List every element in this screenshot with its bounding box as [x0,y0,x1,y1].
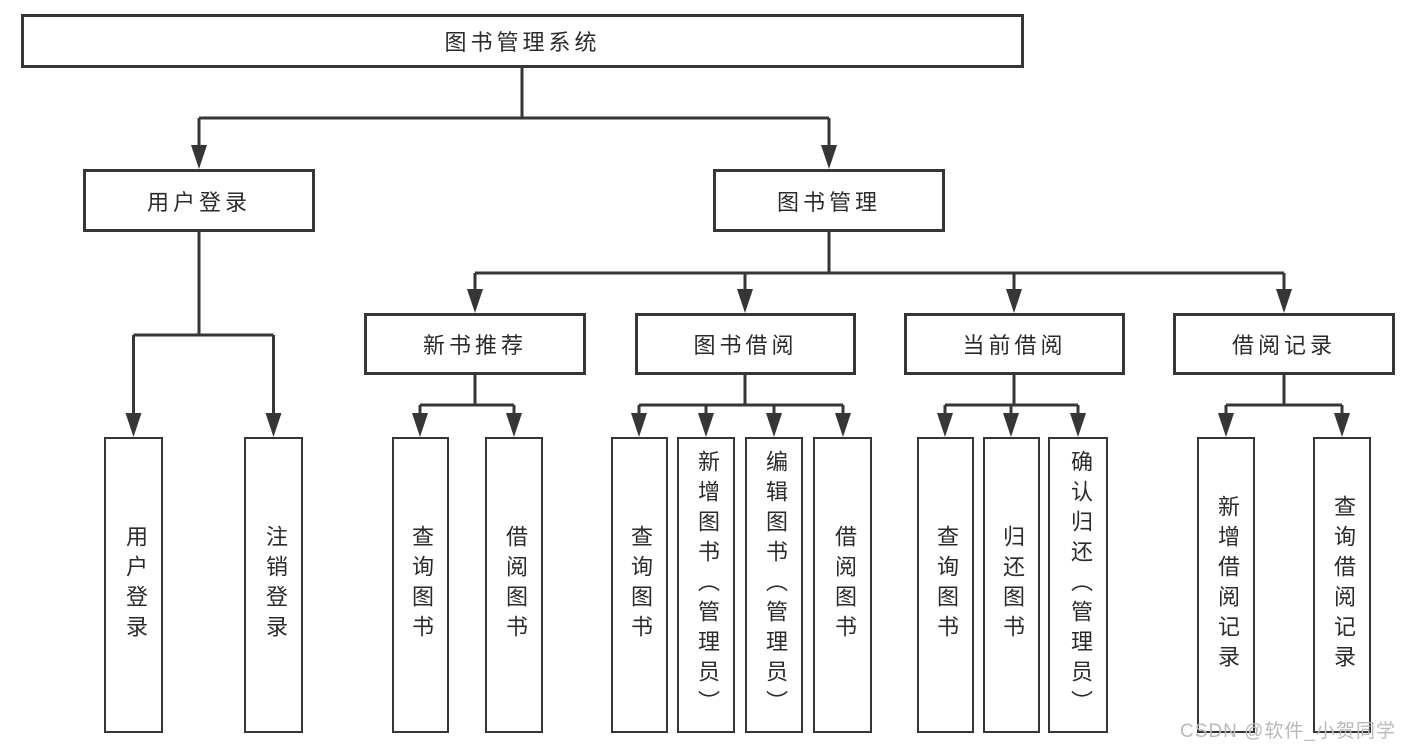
arrowhead [766,413,782,437]
leaf-return-book: 归还图书 [983,437,1040,733]
csdn-watermark: CSDN @软件_小贺同学 [1180,721,1396,742]
arrowhead [191,145,207,169]
leaf-confirm-return-admin: 确认归还（管理员） [1048,437,1108,733]
connector-borrow-records-to-leaves [1218,375,1350,437]
node-book-borrowing: 图书借阅 [635,313,856,375]
leaf-query-books-borrow: 查询图书 [611,437,668,733]
node-user-login: 用户登录 [83,169,315,232]
node-current-borrowing: 当前借阅 [904,313,1125,375]
connector-user-login-to-leaves [125,232,282,437]
arrowhead [698,413,714,437]
connector-line [943,375,1080,416]
leaf-logout: 注销登录 [244,437,303,733]
leaf-query-books-recommend: 查询图书 [392,437,449,733]
leaf-borrow-books: 借阅图书 [813,437,872,733]
leaf-edit-book-admin: 编辑图书（管理员） [745,437,803,733]
arrowhead [821,145,837,169]
node-borrowing-records: 借阅记录 [1173,313,1395,375]
connector-line [132,232,275,416]
leaf-user-login: 用户登录 [104,437,163,733]
node-new-book-recommendation: 新书推荐 [364,313,586,375]
arrowhead [467,289,483,313]
leaf-query-books-current: 查询图书 [917,437,974,733]
node-book-management: 图书管理 [713,169,945,232]
leaf-add-borrow-record: 新增借阅记录 [1197,437,1255,733]
connector-line [1224,375,1344,416]
connector-current-borrow-to-leaves [937,375,1086,437]
connector-line [473,232,1286,292]
arrowhead [835,413,851,437]
arrowhead [631,413,647,437]
leaf-query-borrow-record: 查询借阅记录 [1313,437,1371,733]
arrowhead [265,413,282,437]
connector-line [637,375,845,416]
leaf-add-book-admin: 新增图书（管理员） [677,437,735,733]
arrowhead [737,289,753,313]
arrowhead [937,413,953,437]
connector-book-borrow-to-leaves [631,375,851,437]
arrowhead [1070,413,1086,437]
leaf-borrow-books-recommend: 借阅图书 [485,437,543,733]
arrowhead [125,413,142,437]
arrowhead [1218,413,1234,437]
connector-line [418,375,516,416]
connector-line [197,68,831,148]
arrowhead [412,413,428,437]
arrowhead [1276,289,1292,313]
arrowhead [1003,413,1019,437]
arrowhead [506,413,522,437]
connector-new-book-to-leaves [412,375,522,437]
node-library-management-system: 图书管理系统 [21,14,1024,68]
connector-book-management-to-level3 [467,232,1292,313]
connector-root-to-level2 [191,68,837,169]
arrowhead [1334,413,1350,437]
arrowhead [1006,289,1022,313]
